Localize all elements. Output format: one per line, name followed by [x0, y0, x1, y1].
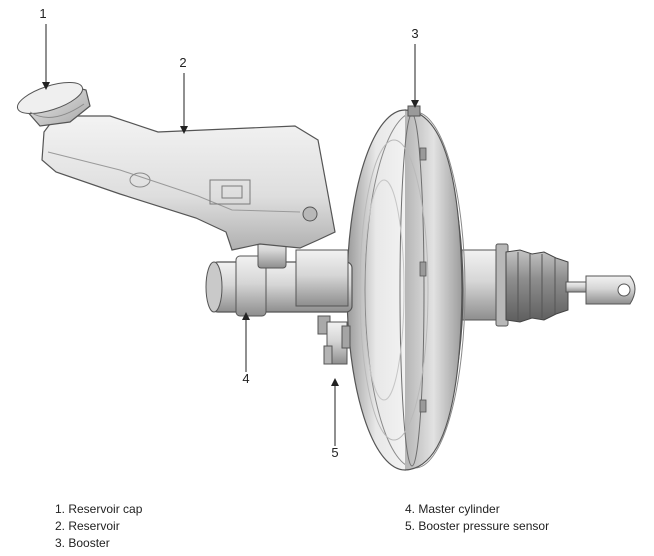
callout-number: 5 [331, 445, 338, 460]
legend-item-master-cylinder: 4. Master cylinder [405, 502, 500, 516]
callout-number: 1 [39, 6, 46, 21]
callout-number: 4 [242, 371, 249, 386]
callout-number: 2 [179, 55, 186, 70]
reservoir-cap [16, 81, 91, 127]
callout-number: 3 [411, 26, 418, 41]
callout-1: 1 [39, 6, 50, 90]
legend-right-column: 4. Master cylinder 5. Booster pressure s… [405, 501, 549, 535]
booster-body [346, 105, 466, 471]
callout-4: 4 [242, 312, 250, 386]
brake-booster-diagram: 1 2 3 4 5 [16, 6, 636, 471]
booster-boot-assembly [461, 243, 636, 327]
callout-3: 3 [411, 26, 419, 108]
callout-2: 2 [179, 55, 188, 134]
legend-item-booster-pressure-sensor: 5. Booster pressure sensor [405, 519, 550, 533]
booster-pressure-sensor [323, 321, 351, 365]
legend-item-reservoir-cap: 1. Reservoir cap [55, 502, 143, 516]
callout-5: 5 [331, 378, 339, 460]
master-cylinder-body [205, 235, 353, 335]
legend-item-booster: 3. Booster [55, 536, 110, 550]
reservoir-body [41, 115, 336, 251]
legend-left-column: 1. Reservoir cap 2. Reservoir 3. Booster [55, 501, 142, 552]
legend-item-reservoir: 2. Reservoir [55, 519, 120, 533]
